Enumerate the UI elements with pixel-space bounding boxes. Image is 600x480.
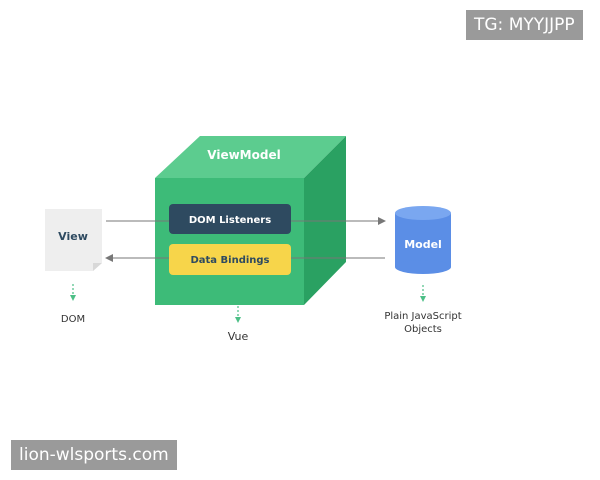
plain-js-label-line2: Objects [404,324,442,335]
dom-listeners-box: DOM Listeners [169,204,291,234]
viewmodel-label: ViewModel [207,148,280,162]
data-bindings-box: Data Bindings [169,244,291,275]
cube-front-face [155,178,304,305]
dom-label: DOM [61,314,85,325]
dom-listeners-label: DOM Listeners [189,215,271,226]
model-label: Model [404,238,442,251]
watermark-bottom-left: lion-wlsports.com [11,440,177,470]
model-cylinder-icon: Model [395,206,451,274]
data-bindings-label: Data Bindings [190,255,269,266]
plain-js-label-line1: Plain JavaScript [384,311,461,322]
viewmodel-cube: ViewModel [155,136,346,305]
cube-top-face [155,136,346,178]
view-document-icon: View [45,209,102,271]
view-label: View [58,230,88,243]
vue-label: Vue [228,330,249,343]
watermark-top-right: TG: MYYJJPP [466,10,583,40]
